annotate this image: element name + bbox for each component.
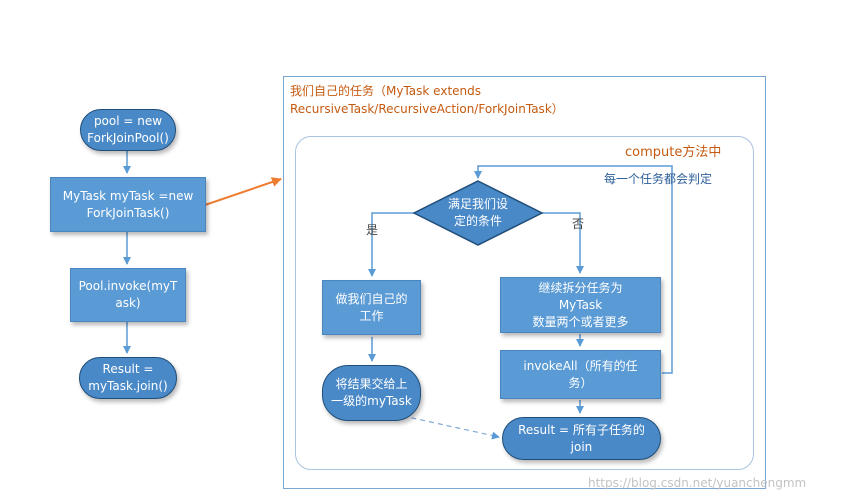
return-result-node-label: 将结果交给上 一级的myTask <box>331 377 412 408</box>
yes-label: 是 <box>366 223 379 237</box>
decision-node: 满足我们设 定的条件 <box>430 195 526 231</box>
do-work-node-label: 做我们自己的 工作 <box>335 291 408 323</box>
do-work-node: 做我们自己的 工作 <box>322 280 421 335</box>
pool-node-label: pool = new ForkJoinPool() <box>87 114 169 145</box>
result-node: Result = myTask.join() <box>79 357 177 399</box>
mytask-node-label: MyTask myTask =new ForkJoinTask() <box>62 188 194 220</box>
split-tasks-node-label: 继续拆分任务为 MyTask 数量两个或者更多 <box>532 280 629 329</box>
arrow-task-to-frame <box>201 177 282 207</box>
arrow-no-branch <box>542 212 584 274</box>
result-node-label: Result = myTask.join() <box>88 362 168 393</box>
arrow-yes-branch <box>368 212 414 277</box>
mytask-frame-title: 我们自己的任务（MyTask extends RecursiveTask/Rec… <box>290 84 564 116</box>
mytask-node: MyTask myTask =new ForkJoinTask() <box>50 177 206 232</box>
loop-note: 每一个任务都会判定 <box>604 172 713 186</box>
mytask-frame <box>283 76 766 489</box>
join-result-node-label: Result = 所有子任务的 join <box>518 422 645 454</box>
no-label: 否 <box>572 217 585 231</box>
compute-frame <box>295 136 754 470</box>
invoke-node: Pool.invoke(myT ask) <box>70 268 186 322</box>
invoke-all-node-label: invokeAll（所有的任 务） <box>523 358 638 390</box>
arrow-loop-back <box>474 165 673 374</box>
watermark: https://blog.csdn.net/yuanchengmm <box>588 476 807 490</box>
split-tasks-node: 继续拆分任务为 MyTask 数量两个或者更多 <box>500 277 661 333</box>
join-result-node: Result = 所有子任务的 join <box>502 417 661 460</box>
decision-node-label: 满足我们设 定的条件 <box>447 197 508 228</box>
invoke-all-node: invokeAll（所有的任 务） <box>500 350 661 399</box>
pool-node: pool = new ForkJoinPool() <box>80 109 176 151</box>
return-result-node: 将结果交给上 一级的myTask <box>322 365 421 421</box>
compute-frame-title: compute方法中 <box>625 145 722 160</box>
decision-diamond-shape <box>412 180 544 246</box>
invoke-node-label: Pool.invoke(myT ask) <box>78 279 178 310</box>
